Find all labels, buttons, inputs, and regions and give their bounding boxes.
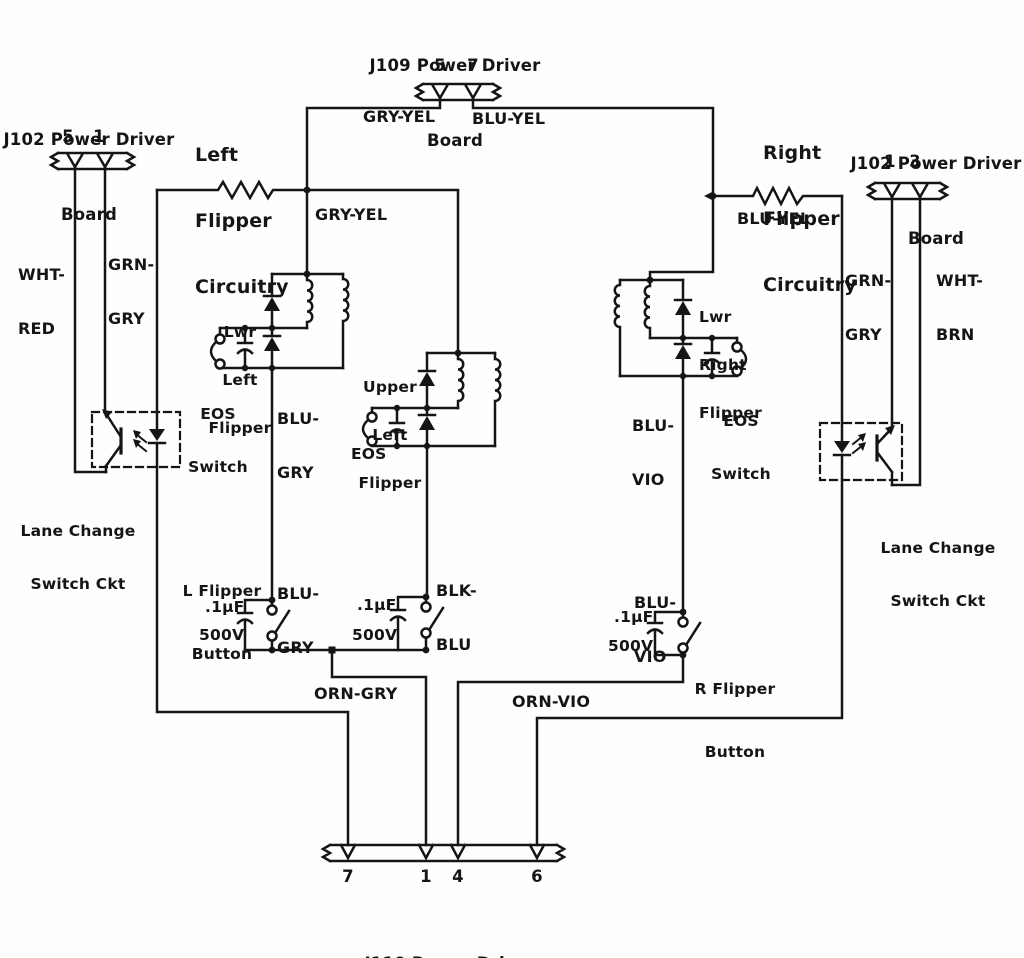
capacitor-icon bbox=[388, 406, 406, 448]
label-lwr-left-flipper: Lwr Left Flipper bbox=[208, 323, 272, 437]
j102-left-pin-5: 5 bbox=[62, 127, 74, 146]
capacitor-icon bbox=[646, 610, 685, 657]
connector-j109 bbox=[413, 82, 503, 102]
led-icon bbox=[834, 441, 850, 453]
capacitor-icon bbox=[703, 336, 721, 378]
wire-label-blu-vio-coil: BLU- VIO bbox=[632, 416, 675, 489]
connector-j102-left bbox=[48, 151, 137, 171]
optocoupler-left bbox=[90, 409, 182, 474]
optocoupler-right bbox=[818, 421, 904, 487]
j110-pin-4: 4 bbox=[452, 867, 464, 886]
connector-j110 bbox=[320, 843, 567, 863]
label-lwr-right-flipper: Lwr Right Flipper bbox=[699, 308, 762, 422]
diode-icon bbox=[417, 351, 437, 410]
coil-assembly-lower-left bbox=[209, 272, 350, 370]
wire-label-blu-vio-button: BLU- VIO bbox=[634, 593, 677, 666]
j110-pin-1: 1 bbox=[420, 867, 432, 886]
coil-winding bbox=[305, 272, 314, 330]
coil-winding bbox=[493, 351, 502, 448]
led-icon bbox=[149, 429, 165, 441]
cap-right-value: .1µF bbox=[614, 608, 654, 626]
junction-dots bbox=[241, 186, 717, 659]
j110-pin-7: 7 bbox=[342, 867, 354, 886]
wire-label-blu-gry-button: BLU- GRY bbox=[277, 584, 320, 657]
j102-left-pin-1: 1 bbox=[93, 127, 105, 146]
j102-right-pin-3: 3 bbox=[909, 152, 921, 171]
j109-pin-7: 7 bbox=[467, 56, 479, 75]
j109-title: J109 Power Driver Board bbox=[369, 56, 541, 150]
resistor-left bbox=[155, 179, 309, 201]
wire-label-orn-vio: ORN-VIO bbox=[512, 692, 591, 711]
j109-pin-5: 5 bbox=[434, 56, 446, 75]
label-lane-change-right: Lane Change Switch Ckt bbox=[880, 539, 996, 610]
cap-left-voltage: 500V bbox=[199, 626, 245, 644]
connector-j102-right bbox=[865, 181, 950, 201]
j110-title: J110 Power Driver Board bbox=[350, 901, 550, 958]
coil-assembly-lower-right bbox=[613, 278, 748, 378]
label-l-flipper-button: L Flipper Button bbox=[182, 582, 262, 663]
label-eos-switch-left: EOS Switch bbox=[188, 405, 248, 476]
header-right-flipper-circuitry: Right Flipper Circuitry bbox=[763, 142, 857, 296]
flipper-button-middle bbox=[389, 595, 445, 652]
label-eos-switch-right: EOS Switch bbox=[711, 412, 771, 483]
j102-left-title: J102 Power Driver Board bbox=[3, 130, 175, 224]
wire-label-gry-yel-top: GRY-YEL bbox=[363, 107, 436, 126]
wire-label-blk-blu: BLK- BLU bbox=[436, 581, 477, 654]
coil-winding bbox=[613, 278, 622, 378]
wire-label-gry-yel-branch: GRY-YEL bbox=[315, 205, 388, 224]
header-left-flipper-circuitry: Left Flipper Circuitry bbox=[195, 144, 289, 298]
wire-label-blu-yel-top: BLU-YEL bbox=[472, 109, 546, 128]
capacitor-icon bbox=[389, 595, 428, 652]
wire-label-wht-brn: WHT- BRN bbox=[936, 271, 984, 344]
label-eos-upper: EOS bbox=[351, 445, 387, 463]
coil-winding bbox=[643, 278, 652, 340]
wire-label-blu-gry-coil: BLU- GRY bbox=[277, 409, 320, 482]
wire-label-orn-gry: ORN-GRY bbox=[314, 684, 398, 703]
label-upper-left-flipper: Upper Left Flipper bbox=[358, 378, 422, 492]
wire-label-blu-yel-branch: BLU-YEL bbox=[737, 209, 811, 228]
wire-label-grn-gry-left: GRN- GRY bbox=[108, 255, 155, 328]
coil-assembly-upper-left bbox=[361, 351, 502, 448]
j110-pin-6: 6 bbox=[531, 867, 543, 886]
label-lane-change-left: Lane Change Switch Ckt bbox=[20, 522, 136, 593]
wire-label-grn-gry-right: GRN- GRY bbox=[845, 271, 892, 344]
coil-winding bbox=[456, 351, 465, 410]
j102-right-pin-1: 1 bbox=[884, 152, 896, 171]
label-r-flipper-button: R Flipper Button bbox=[694, 680, 776, 761]
diode-icon bbox=[673, 278, 693, 340]
capacitor-icon bbox=[236, 326, 254, 370]
cap-mid-value: .1µF bbox=[357, 596, 397, 614]
coil-winding bbox=[341, 272, 350, 370]
cap-right-voltage: 500V bbox=[608, 637, 654, 655]
j102-right-title: J102 Power Driver Board bbox=[850, 154, 1022, 248]
cap-mid-voltage: 500V bbox=[352, 626, 398, 644]
wire-label-wht-red: WHT- RED bbox=[18, 265, 66, 338]
capacitor-icon bbox=[236, 598, 274, 652]
cap-left-value: .1µF bbox=[205, 598, 245, 616]
